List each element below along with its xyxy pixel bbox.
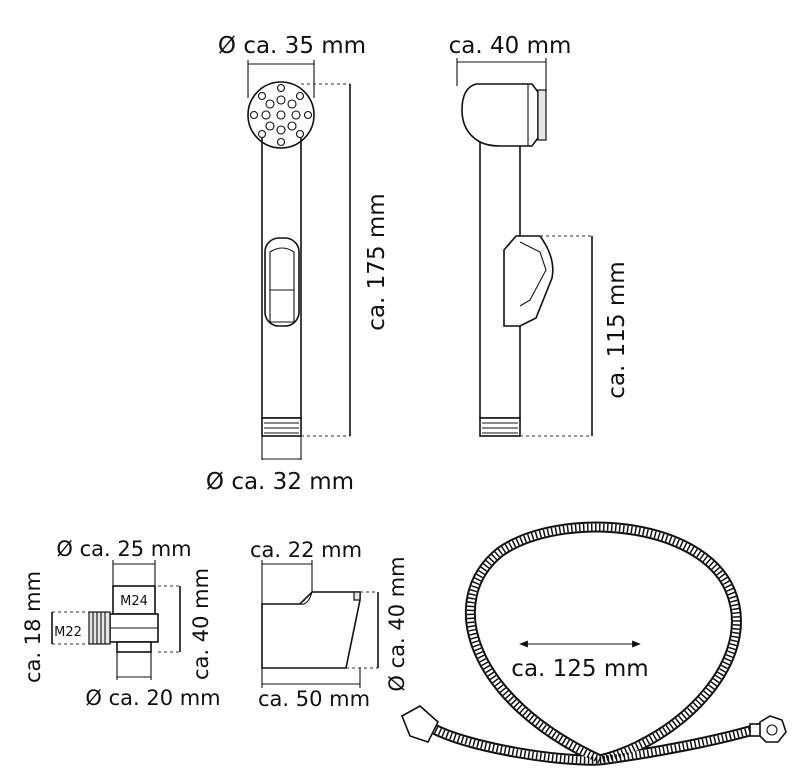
base-diameter-label: Ø ca. 32 mm: [206, 469, 354, 495]
valve-bottom-diameter-label: Ø ca. 20 mm: [85, 686, 220, 710]
trigger-outer: [264, 237, 300, 327]
hose-length-label: ca. 125 mm: [511, 656, 648, 682]
shower-side-view: ca. 40 mm ca. 115 mm: [449, 33, 630, 437]
valve-height-label: ca. 40 mm: [189, 568, 213, 680]
valve-bottom: [116, 641, 152, 653]
side-head: [461, 83, 539, 147]
valve-side-thread: [88, 611, 111, 645]
holder-top-width-label: ca. 22 mm: [250, 538, 362, 562]
holder-width-label: ca. 50 mm: [258, 687, 370, 711]
valve-top-diameter-label: Ø ca. 25 mm: [56, 537, 191, 561]
hose-connector-left: [400, 705, 439, 743]
head-diameter-label: Ø ca. 35 mm: [218, 33, 366, 59]
shower-hose: ca. 125 mm: [400, 521, 787, 766]
valve-top-thread-label: M24: [120, 594, 148, 609]
hose-nut-right: [749, 715, 787, 743]
valve-side-height-label: ca. 18 mm: [21, 571, 45, 683]
spray-nozzles: [249, 83, 313, 147]
holder-height-label: Ø ca. 40 mm: [385, 556, 409, 691]
side-trigger: [503, 235, 554, 327]
total-length-label: ca. 175 mm: [364, 193, 390, 330]
shower-front-view: Ø ca. 35 mm ca. 175 mm Ø ca. 32 mm: [206, 33, 390, 495]
side-width-label: ca. 40 mm: [449, 33, 572, 59]
holder-body: [261, 591, 361, 669]
angle-valve: M24 M22 Ø ca. 25 mm ca. 18 mm ca. 40 mm …: [21, 537, 221, 710]
valve-side-thread-label: M22: [54, 625, 82, 640]
bracket-height-label: ca. 115 mm: [604, 261, 630, 398]
wall-holder: ca. 22 mm Ø ca. 40 mm ca. 50 mm: [250, 538, 409, 711]
